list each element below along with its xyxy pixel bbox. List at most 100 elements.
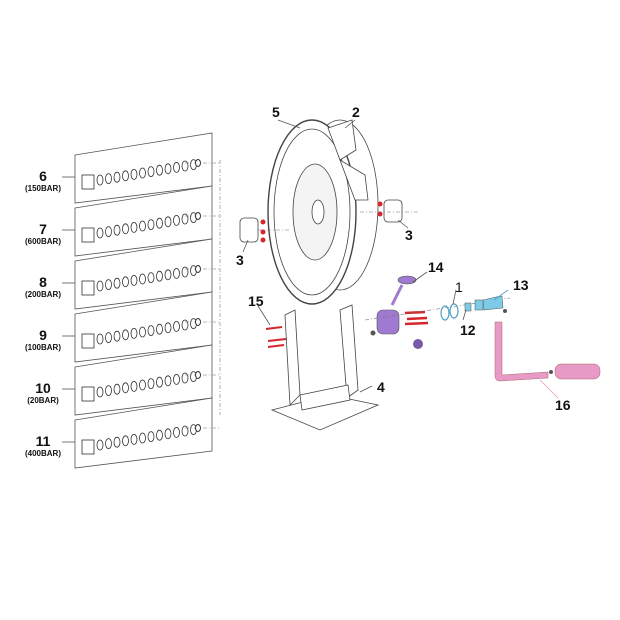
fitting-part — [173, 161, 180, 173]
fitting-part — [139, 432, 146, 444]
fitting-part — [173, 426, 180, 438]
fitting-part — [156, 376, 163, 388]
kit-number: 8 — [39, 274, 47, 290]
fitting-part — [96, 333, 104, 345]
fitting-part — [147, 166, 155, 178]
fitting-part — [139, 220, 146, 232]
stand — [270, 304, 380, 431]
fitting-body — [81, 174, 95, 190]
fitting-part — [139, 167, 146, 179]
reel-drum — [267, 119, 379, 305]
kit-pressure: (200BAR) — [25, 290, 61, 299]
fitting-part — [156, 217, 163, 229]
fitting-part — [122, 170, 129, 182]
fitting-part — [139, 379, 146, 391]
fitting-body — [81, 333, 95, 349]
fitting-part — [96, 386, 104, 398]
callout-14: 14 — [428, 259, 444, 275]
kit-number: 7 — [39, 221, 47, 237]
crank-handle — [494, 321, 601, 382]
callout-2: 2 — [352, 104, 360, 120]
fitting-part — [181, 213, 189, 225]
fitting-part — [173, 267, 180, 279]
fitting-part — [96, 439, 104, 451]
callout-15: 15 — [248, 293, 264, 309]
fitting-body — [81, 439, 95, 455]
fitting-kit-6: 6(150BAR) — [25, 132, 220, 204]
kit-number: 11 — [36, 433, 51, 449]
fitting-part — [105, 173, 112, 185]
kit-pressure: (600BAR) — [25, 237, 61, 246]
swivel-shaft — [464, 295, 507, 313]
callout-13: 13 — [513, 277, 529, 293]
fitting-part — [164, 322, 172, 334]
bearing-left — [239, 217, 266, 243]
orings — [440, 303, 459, 321]
fitting-part — [156, 429, 163, 441]
kit-number: 6 — [39, 168, 47, 184]
fitting-part — [139, 326, 146, 338]
fitting-part — [130, 380, 138, 392]
fitting-part — [122, 329, 129, 341]
kit-pressure: (20BAR) — [27, 396, 59, 405]
fitting-part — [181, 372, 189, 384]
callout-3-left: 3 — [236, 252, 244, 268]
fitting-part — [139, 273, 146, 285]
oring — [195, 212, 201, 220]
fitting-part — [164, 216, 172, 228]
fitting-part — [156, 164, 163, 176]
fitting-part — [147, 431, 155, 443]
callout-12: 12 — [460, 322, 476, 338]
kit-number: 9 — [39, 327, 47, 343]
fitting-part — [181, 266, 189, 278]
screws-left — [265, 326, 287, 348]
fitting-part — [147, 325, 155, 337]
kit-pressure: (150BAR) — [25, 184, 61, 193]
oring — [195, 159, 201, 167]
fitting-part — [130, 433, 138, 445]
fitting-kit-9: 9(100BAR) — [25, 291, 220, 363]
fitting-part — [96, 174, 104, 186]
guide-arm — [327, 119, 369, 201]
fitting-part — [130, 274, 138, 286]
kit-pressure: (100BAR) — [25, 343, 61, 352]
swivel-inlet — [390, 275, 417, 306]
oring — [195, 318, 201, 326]
fitting-part — [147, 272, 155, 284]
oring — [195, 424, 201, 432]
fitting-part — [113, 436, 121, 448]
fitting-part — [130, 168, 138, 180]
fitting-part — [181, 319, 189, 331]
oring — [195, 265, 201, 273]
fitting-part — [113, 330, 121, 342]
fitting-kit-7: 7(600BAR) — [25, 185, 220, 257]
fitting-part — [122, 382, 129, 394]
fitting-part — [105, 279, 112, 291]
fitting-part — [181, 425, 189, 437]
callout-16: 16 — [555, 397, 571, 413]
fitting-part — [181, 160, 189, 172]
callout-4: 4 — [377, 379, 385, 395]
kit-number: 10 — [35, 380, 51, 396]
fitting-part — [113, 383, 121, 395]
fitting-part — [130, 327, 138, 339]
screws-right — [404, 310, 429, 326]
callout-3-right: 3 — [405, 227, 413, 243]
fitting-part — [122, 435, 129, 447]
fitting-part — [122, 223, 129, 235]
fitting-part — [156, 270, 163, 282]
bearing-right — [377, 199, 403, 223]
fitting-part — [113, 277, 121, 289]
callout-1: 1 — [455, 279, 463, 295]
fitting-part — [164, 428, 172, 440]
fitting-part — [156, 323, 163, 335]
fitting-part — [147, 219, 155, 231]
fitting-part — [147, 378, 155, 390]
kit-pressure: (400BAR) — [25, 449, 61, 458]
fitting-kit-11: 11(400BAR) — [25, 397, 220, 469]
fitting-part — [105, 385, 112, 397]
fitting-part — [173, 214, 180, 226]
fitting-part — [164, 269, 172, 281]
fitting-part — [164, 375, 172, 387]
